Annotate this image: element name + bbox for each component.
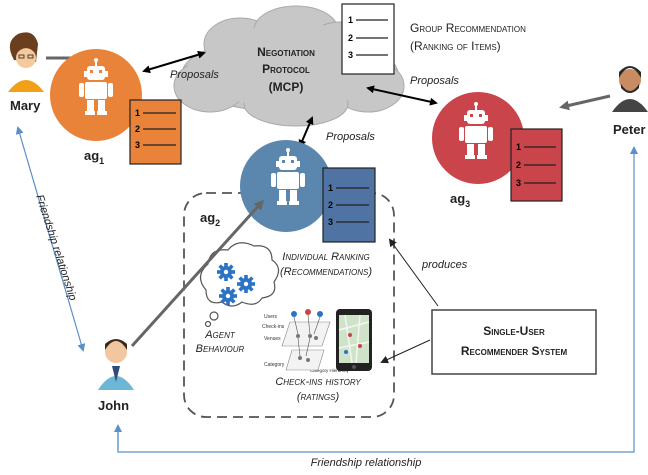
svg-text:2: 2 bbox=[348, 33, 353, 43]
peter-name: Peter bbox=[613, 122, 646, 137]
svg-text:2: 2 bbox=[328, 200, 333, 210]
mcp-title-line1: Negotiation bbox=[257, 45, 315, 59]
group-recommendation-title: Group Recommendation bbox=[410, 21, 526, 35]
checkins-history-title: Check-ins history bbox=[275, 376, 361, 388]
john-to-ag2-arrow bbox=[130, 199, 265, 348]
individual-ranking-title: Individual Ranking bbox=[282, 251, 369, 263]
proposals-arrow-ag1 bbox=[142, 50, 206, 74]
ag3-label: ag3 bbox=[450, 191, 470, 209]
proposals-label-right: Proposals bbox=[410, 75, 459, 87]
svg-text:1: 1 bbox=[328, 183, 333, 193]
svg-text:3: 3 bbox=[328, 217, 333, 227]
gear-icon bbox=[237, 275, 255, 293]
friendship-label-left: Friendship relationship bbox=[33, 193, 79, 302]
svg-text:Check-ins: Check-ins bbox=[262, 324, 285, 330]
mcp-title-line3: (MCP) bbox=[269, 80, 304, 94]
recsys-to-checkins-arrow bbox=[380, 339, 431, 364]
ag3-ranking-document: 1 2 3 bbox=[510, 128, 563, 202]
svg-text:Category Hierarchy: Category Hierarchy bbox=[310, 368, 350, 373]
svg-text:1: 1 bbox=[348, 15, 353, 25]
peter-avatar-icon bbox=[612, 66, 648, 112]
mary-name: Mary bbox=[10, 98, 41, 113]
proposals-arrow-ag2 bbox=[298, 116, 314, 148]
svg-text:Venues: Venues bbox=[264, 336, 281, 342]
svg-text:3: 3 bbox=[135, 140, 140, 150]
svg-text:Users: Users bbox=[264, 314, 278, 320]
individual-ranking-subtitle: (Recommendations) bbox=[280, 266, 372, 278]
proposals-label-center: Proposals bbox=[326, 131, 375, 143]
produces-label: produces bbox=[421, 259, 468, 271]
recommender-system-box bbox=[431, 309, 597, 375]
mcp-title-line2: Protocol bbox=[262, 62, 310, 76]
agent-behaviour-line1: Agent bbox=[204, 329, 236, 341]
gear-icon bbox=[217, 263, 235, 281]
recommender-system-line2: Recommender System bbox=[461, 344, 568, 358]
john-name: John bbox=[98, 398, 129, 413]
ag2-ranking-document: 1 2 3 bbox=[322, 167, 376, 243]
group-recommendation-subtitle: (Ranking of Items) bbox=[410, 39, 501, 53]
svg-text:Category: Category bbox=[264, 362, 285, 368]
recommender-system-line1: Single-User bbox=[483, 324, 545, 338]
svg-text:2: 2 bbox=[135, 124, 140, 134]
friendship-label-bottom: Friendship relationship bbox=[311, 457, 422, 469]
john-avatar-icon bbox=[98, 339, 134, 390]
svg-text:3: 3 bbox=[516, 178, 521, 188]
svg-text:1: 1 bbox=[135, 108, 140, 118]
svg-text:1: 1 bbox=[516, 142, 521, 152]
checkins-history-subtitle: (ratings) bbox=[297, 391, 340, 403]
agent-behaviour-line2: Behaviour bbox=[196, 343, 245, 355]
friendship-link-mary-john bbox=[15, 126, 86, 352]
peter-to-ag3-arrow bbox=[559, 94, 611, 111]
ag2-label: ag2 bbox=[200, 210, 220, 228]
group-ranking-document: 1 2 3 bbox=[341, 3, 395, 75]
agent-behaviour-bubble bbox=[199, 242, 280, 328]
ag1-label: ag1 bbox=[84, 148, 104, 166]
mary-avatar-icon bbox=[8, 32, 44, 92]
proposals-arrow-ag3 bbox=[366, 85, 438, 106]
checkins-graph: Users Check-ins Venues Category Category… bbox=[262, 309, 350, 373]
gear-icon bbox=[219, 287, 237, 305]
svg-text:3: 3 bbox=[348, 50, 353, 60]
proposals-label-left: Proposals bbox=[170, 69, 219, 81]
phone-map-icon bbox=[336, 309, 372, 371]
ag1-ranking-document: 1 2 3 bbox=[129, 99, 182, 165]
svg-text:2: 2 bbox=[516, 160, 521, 170]
produces-arrow bbox=[388, 238, 439, 307]
